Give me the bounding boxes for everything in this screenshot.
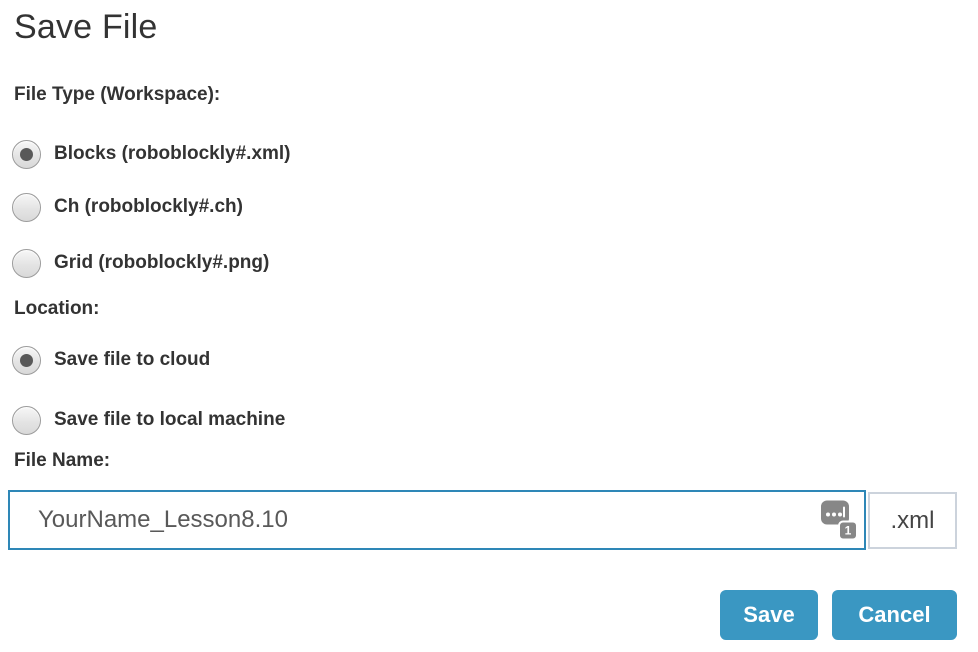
radio-blocks[interactable] (12, 139, 41, 169)
radio-row-blocks[interactable]: Blocks (roboblockly#.xml) (12, 139, 291, 169)
dialog-button-row: Save Cancel (720, 590, 957, 640)
save-button[interactable]: Save (720, 590, 818, 640)
file-name-row: 1 .xml (8, 490, 957, 550)
location-section-label: Location: (14, 298, 100, 319)
radio-local-label[interactable]: Save file to local machine (54, 409, 286, 430)
radio-cloud-label[interactable]: Save file to cloud (54, 349, 211, 370)
radio-local[interactable] (12, 405, 41, 435)
dialog-title: Save File (14, 8, 158, 46)
radio-ch[interactable] (12, 192, 41, 222)
radio-blocks-label[interactable]: Blocks (roboblockly#.xml) (54, 143, 291, 164)
file-type-section-label: File Type (Workspace): (14, 84, 221, 105)
autofill-count-badge: 1 (838, 520, 858, 541)
radio-cloud[interactable] (12, 345, 41, 375)
radio-row-cloud[interactable]: Save file to cloud (12, 345, 210, 375)
cancel-button[interactable]: Cancel (832, 590, 957, 640)
file-name-input[interactable] (8, 490, 866, 550)
radio-row-ch[interactable]: Ch (roboblockly#.ch) (12, 192, 243, 222)
autofill-extension-icon[interactable]: 1 (821, 500, 858, 541)
radio-grid[interactable] (12, 248, 41, 278)
radio-grid-label[interactable]: Grid (roboblockly#.png) (54, 252, 270, 273)
radio-row-local[interactable]: Save file to local machine (12, 405, 285, 435)
radio-ch-label[interactable]: Ch (roboblockly#.ch) (54, 196, 243, 217)
file-name-input-wrap: 1 (8, 490, 866, 550)
radio-row-grid[interactable]: Grid (roboblockly#.png) (12, 248, 269, 278)
autofill-dots-icon (821, 500, 849, 525)
file-extension-box: .xml (868, 492, 957, 549)
file-name-section-label: File Name: (14, 450, 111, 471)
